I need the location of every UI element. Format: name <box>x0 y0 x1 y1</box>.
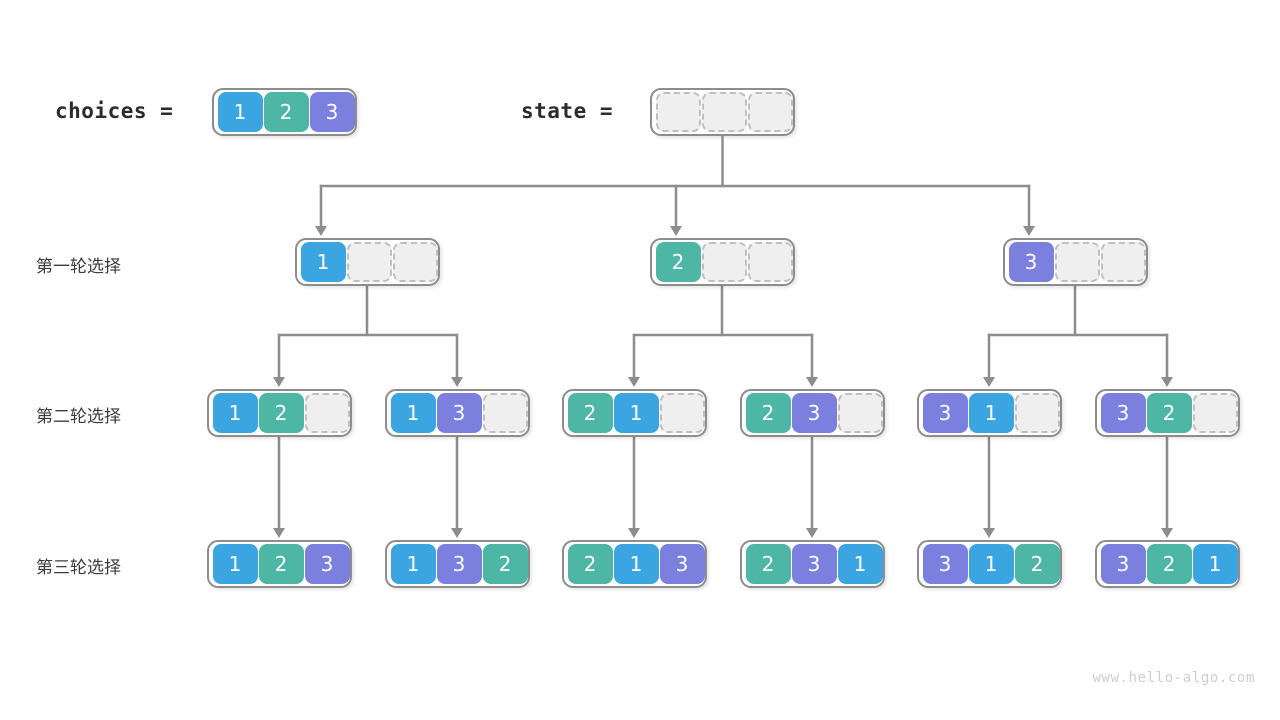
node-cell-value: 2 <box>1146 393 1192 433</box>
row-label-round-2: 第二轮选择 <box>36 407 121 427</box>
node-cell-value: 3 <box>922 544 968 584</box>
node-cell-value: 2 <box>745 544 791 584</box>
node-cell-empty <box>1192 393 1238 433</box>
node-cell-empty <box>482 393 528 433</box>
node-cell-value: 3 <box>1008 242 1054 282</box>
node-cell-value: 1 <box>1192 544 1238 584</box>
state-node-round-1: 1 <box>295 238 440 286</box>
node-cell-value: 2 <box>258 544 304 584</box>
node-cell-empty <box>1054 242 1100 282</box>
state-node-round-1: 2 <box>650 238 795 286</box>
state-cell-empty <box>747 92 793 132</box>
node-cell-empty <box>346 242 392 282</box>
node-cell-empty <box>837 393 883 433</box>
node-cell-value: 2 <box>655 242 701 282</box>
state-cell-empty <box>701 92 747 132</box>
node-cell-value: 1 <box>968 544 1014 584</box>
choices-label: choices = <box>55 99 174 123</box>
node-cell-value: 3 <box>922 393 968 433</box>
node-cell-value: 1 <box>390 544 436 584</box>
row-label-round-1: 第一轮选择 <box>36 257 121 277</box>
node-cell-value: 1 <box>837 544 883 584</box>
node-cell-value: 1 <box>968 393 1014 433</box>
node-cell-value: 3 <box>791 544 837 584</box>
node-cell-value: 1 <box>613 544 659 584</box>
node-cell-empty <box>659 393 705 433</box>
row-label-round-3: 第三轮选择 <box>36 558 121 578</box>
node-cell-empty <box>392 242 438 282</box>
node-cell-value: 1 <box>300 242 346 282</box>
state-label: state = <box>521 99 614 123</box>
state-array <box>650 88 795 136</box>
node-cell-value: 2 <box>482 544 528 584</box>
choices-cell-value: 3 <box>309 92 355 132</box>
node-cell-value: 3 <box>304 544 350 584</box>
node-cell-value: 2 <box>258 393 304 433</box>
node-cell-empty <box>304 393 350 433</box>
node-cell-empty <box>747 242 793 282</box>
node-cell-value: 2 <box>1146 544 1192 584</box>
choices-cell-value: 2 <box>263 92 309 132</box>
node-cell-value: 3 <box>1100 393 1146 433</box>
node-cell-value: 2 <box>567 544 613 584</box>
state-node-round-1: 3 <box>1003 238 1148 286</box>
node-cell-value: 3 <box>791 393 837 433</box>
node-cell-empty <box>1100 242 1146 282</box>
node-cell-value: 2 <box>1014 544 1060 584</box>
node-cell-value: 2 <box>745 393 791 433</box>
node-cell-value: 1 <box>212 393 258 433</box>
node-cell-empty <box>1014 393 1060 433</box>
node-cell-value: 1 <box>613 393 659 433</box>
node-cell-value: 3 <box>659 544 705 584</box>
state-cell-empty <box>655 92 701 132</box>
node-cell-value: 2 <box>567 393 613 433</box>
node-cell-value: 1 <box>390 393 436 433</box>
choices-cell-value: 1 <box>217 92 263 132</box>
node-cell-empty <box>701 242 747 282</box>
node-cell-value: 3 <box>1100 544 1146 584</box>
node-cell-value: 3 <box>436 544 482 584</box>
node-cell-value: 1 <box>212 544 258 584</box>
node-cell-value: 3 <box>436 393 482 433</box>
watermark: www.hello-algo.com <box>1092 670 1255 686</box>
